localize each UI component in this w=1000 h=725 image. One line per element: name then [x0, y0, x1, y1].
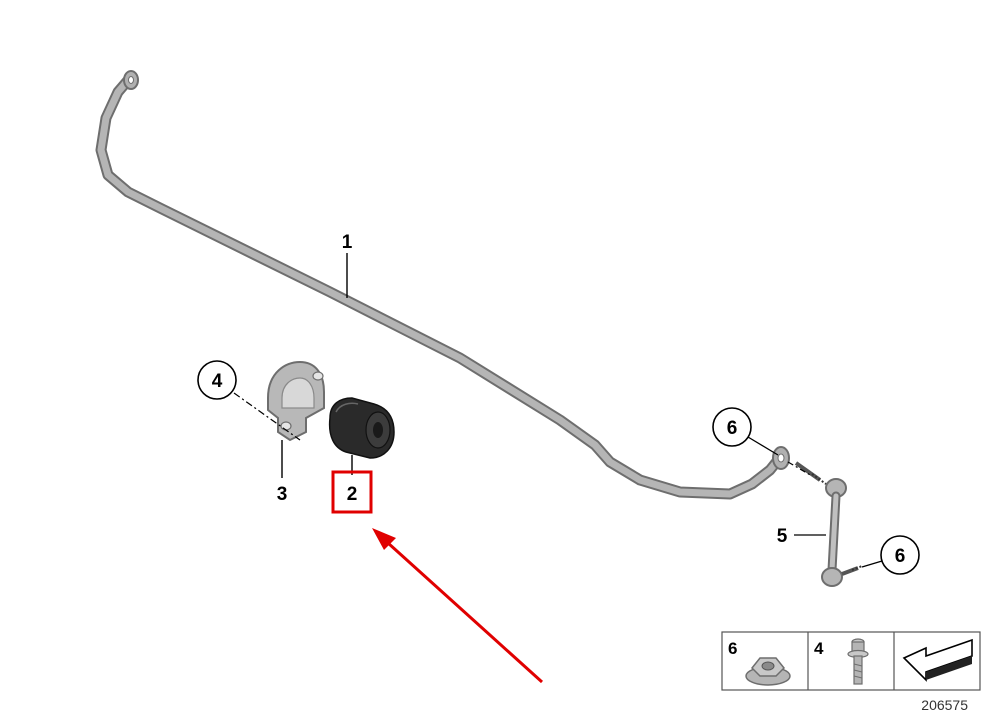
- bolt-icon: [847, 638, 869, 685]
- install-direction-arrow-icon: [902, 638, 973, 682]
- callout-4: 4: [212, 371, 223, 392]
- callout-6-upper-label: 6: [727, 418, 738, 439]
- hardware-legend: 6 4: [721, 631, 981, 691]
- callout-4-bolt: 4: [197, 360, 301, 441]
- callout-3: 3: [277, 484, 288, 505]
- highlight-arrow: [372, 528, 544, 684]
- legend-bolt-label: 4: [814, 639, 824, 658]
- callout-6-lower-label: 6: [895, 546, 906, 567]
- bracket[interactable]: [267, 360, 325, 442]
- diagram-id: 206575: [921, 697, 968, 713]
- legend-nut-label: 6: [728, 639, 737, 658]
- stabilizer-bar[interactable]: [95, 70, 790, 500]
- callout-6-upper: 6: [712, 407, 813, 477]
- stabilizer-link[interactable]: [794, 461, 863, 587]
- callout-6-lower: 6: [861, 535, 920, 575]
- callout-2: 2: [347, 484, 358, 505]
- highlight-box: [331, 470, 373, 514]
- flange-nut-icon: [745, 657, 791, 686]
- callout-1: 1: [342, 232, 353, 253]
- rubber-bushing[interactable]: [328, 397, 395, 459]
- callout-5: 5: [777, 526, 788, 547]
